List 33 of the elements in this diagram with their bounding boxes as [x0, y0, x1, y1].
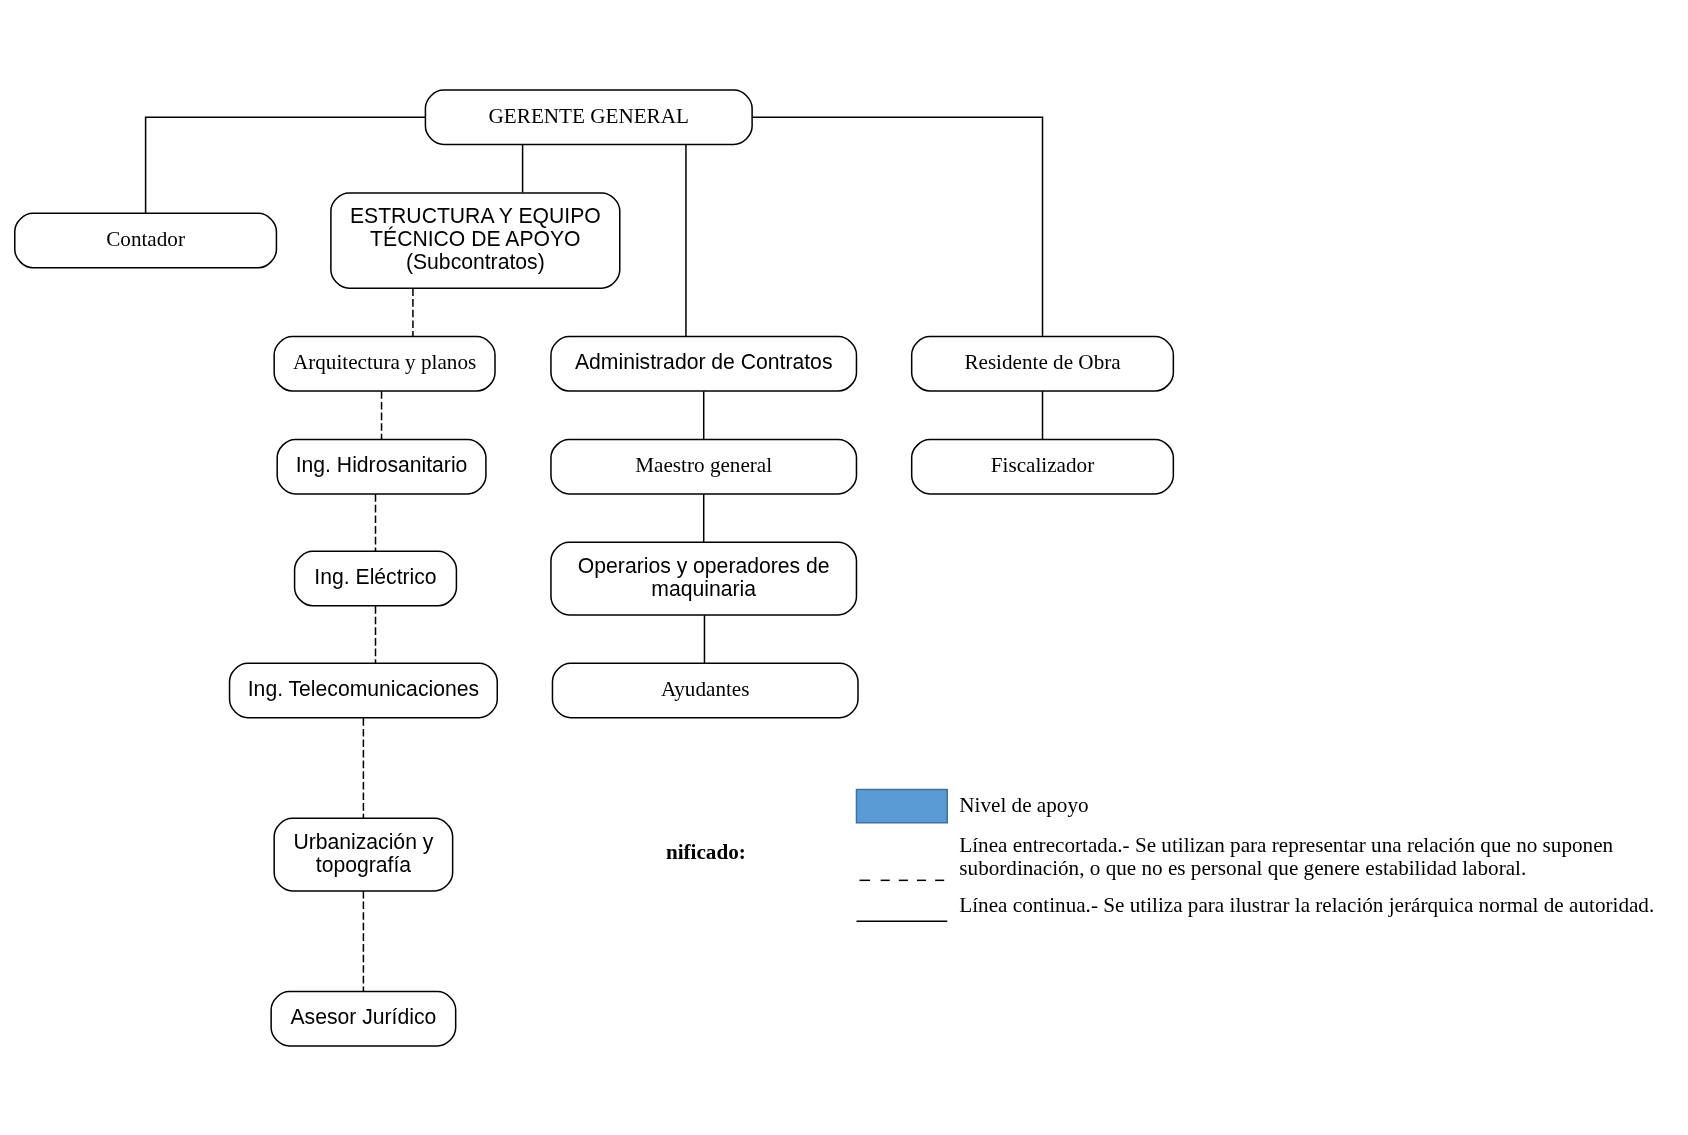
- node-box: Maestro general: [550, 438, 858, 495]
- node-box: Ing. Hidrosanitario: [276, 438, 487, 495]
- node-box: Administrador de Contratos: [550, 335, 858, 392]
- node-box: Contador: [14, 212, 278, 269]
- node-box: Asesor Jurídico: [270, 990, 457, 1047]
- node-box: Ayudantes: [551, 662, 859, 718]
- node-box: Operarios y operadores de maquinaria: [550, 541, 858, 616]
- label: nificado:: [665, 839, 746, 864]
- connector: [412, 287, 414, 337]
- connector: [702, 390, 705, 440]
- connector: [685, 143, 687, 337]
- node-box: Residente de Obra: [910, 335, 1175, 392]
- connector: [374, 493, 377, 552]
- connector: [521, 143, 524, 193]
- connector: [751, 116, 1044, 337]
- connector: [380, 390, 383, 440]
- legend-label: Nivel de apoyo: [959, 792, 1089, 817]
- connector: [362, 717, 365, 819]
- node-box: GERENTE GENERAL: [424, 88, 753, 145]
- node-box: Fiscalizador: [910, 438, 1175, 495]
- connector: [1041, 390, 1044, 440]
- node-box: Urbanización y topografía: [273, 817, 454, 892]
- connector: [144, 116, 426, 214]
- connector: [703, 614, 706, 664]
- node-box: Ing. Eléctrico: [293, 550, 458, 607]
- legend-label: Línea continua.- Se utiliza para ilustrar la relación jerárquica normal de autoridad.: [959, 892, 1655, 917]
- node-box: ESTRUCTURA Y EQUIPO TÉCNICO DE APOYO (Subcontratos): [330, 191, 621, 289]
- node-box: Ing. Telecomunicaciones: [228, 662, 498, 718]
- legend-label: Línea entrecortada.- Se utilizan para representar una relación que no suponen subordinación, o que no es personal que genere estabilidad laboral.: [959, 832, 1614, 880]
- node-box: Arquitectura y planos: [273, 335, 496, 392]
- connector: [374, 605, 377, 664]
- connector: [362, 889, 365, 992]
- connector: [702, 493, 705, 543]
